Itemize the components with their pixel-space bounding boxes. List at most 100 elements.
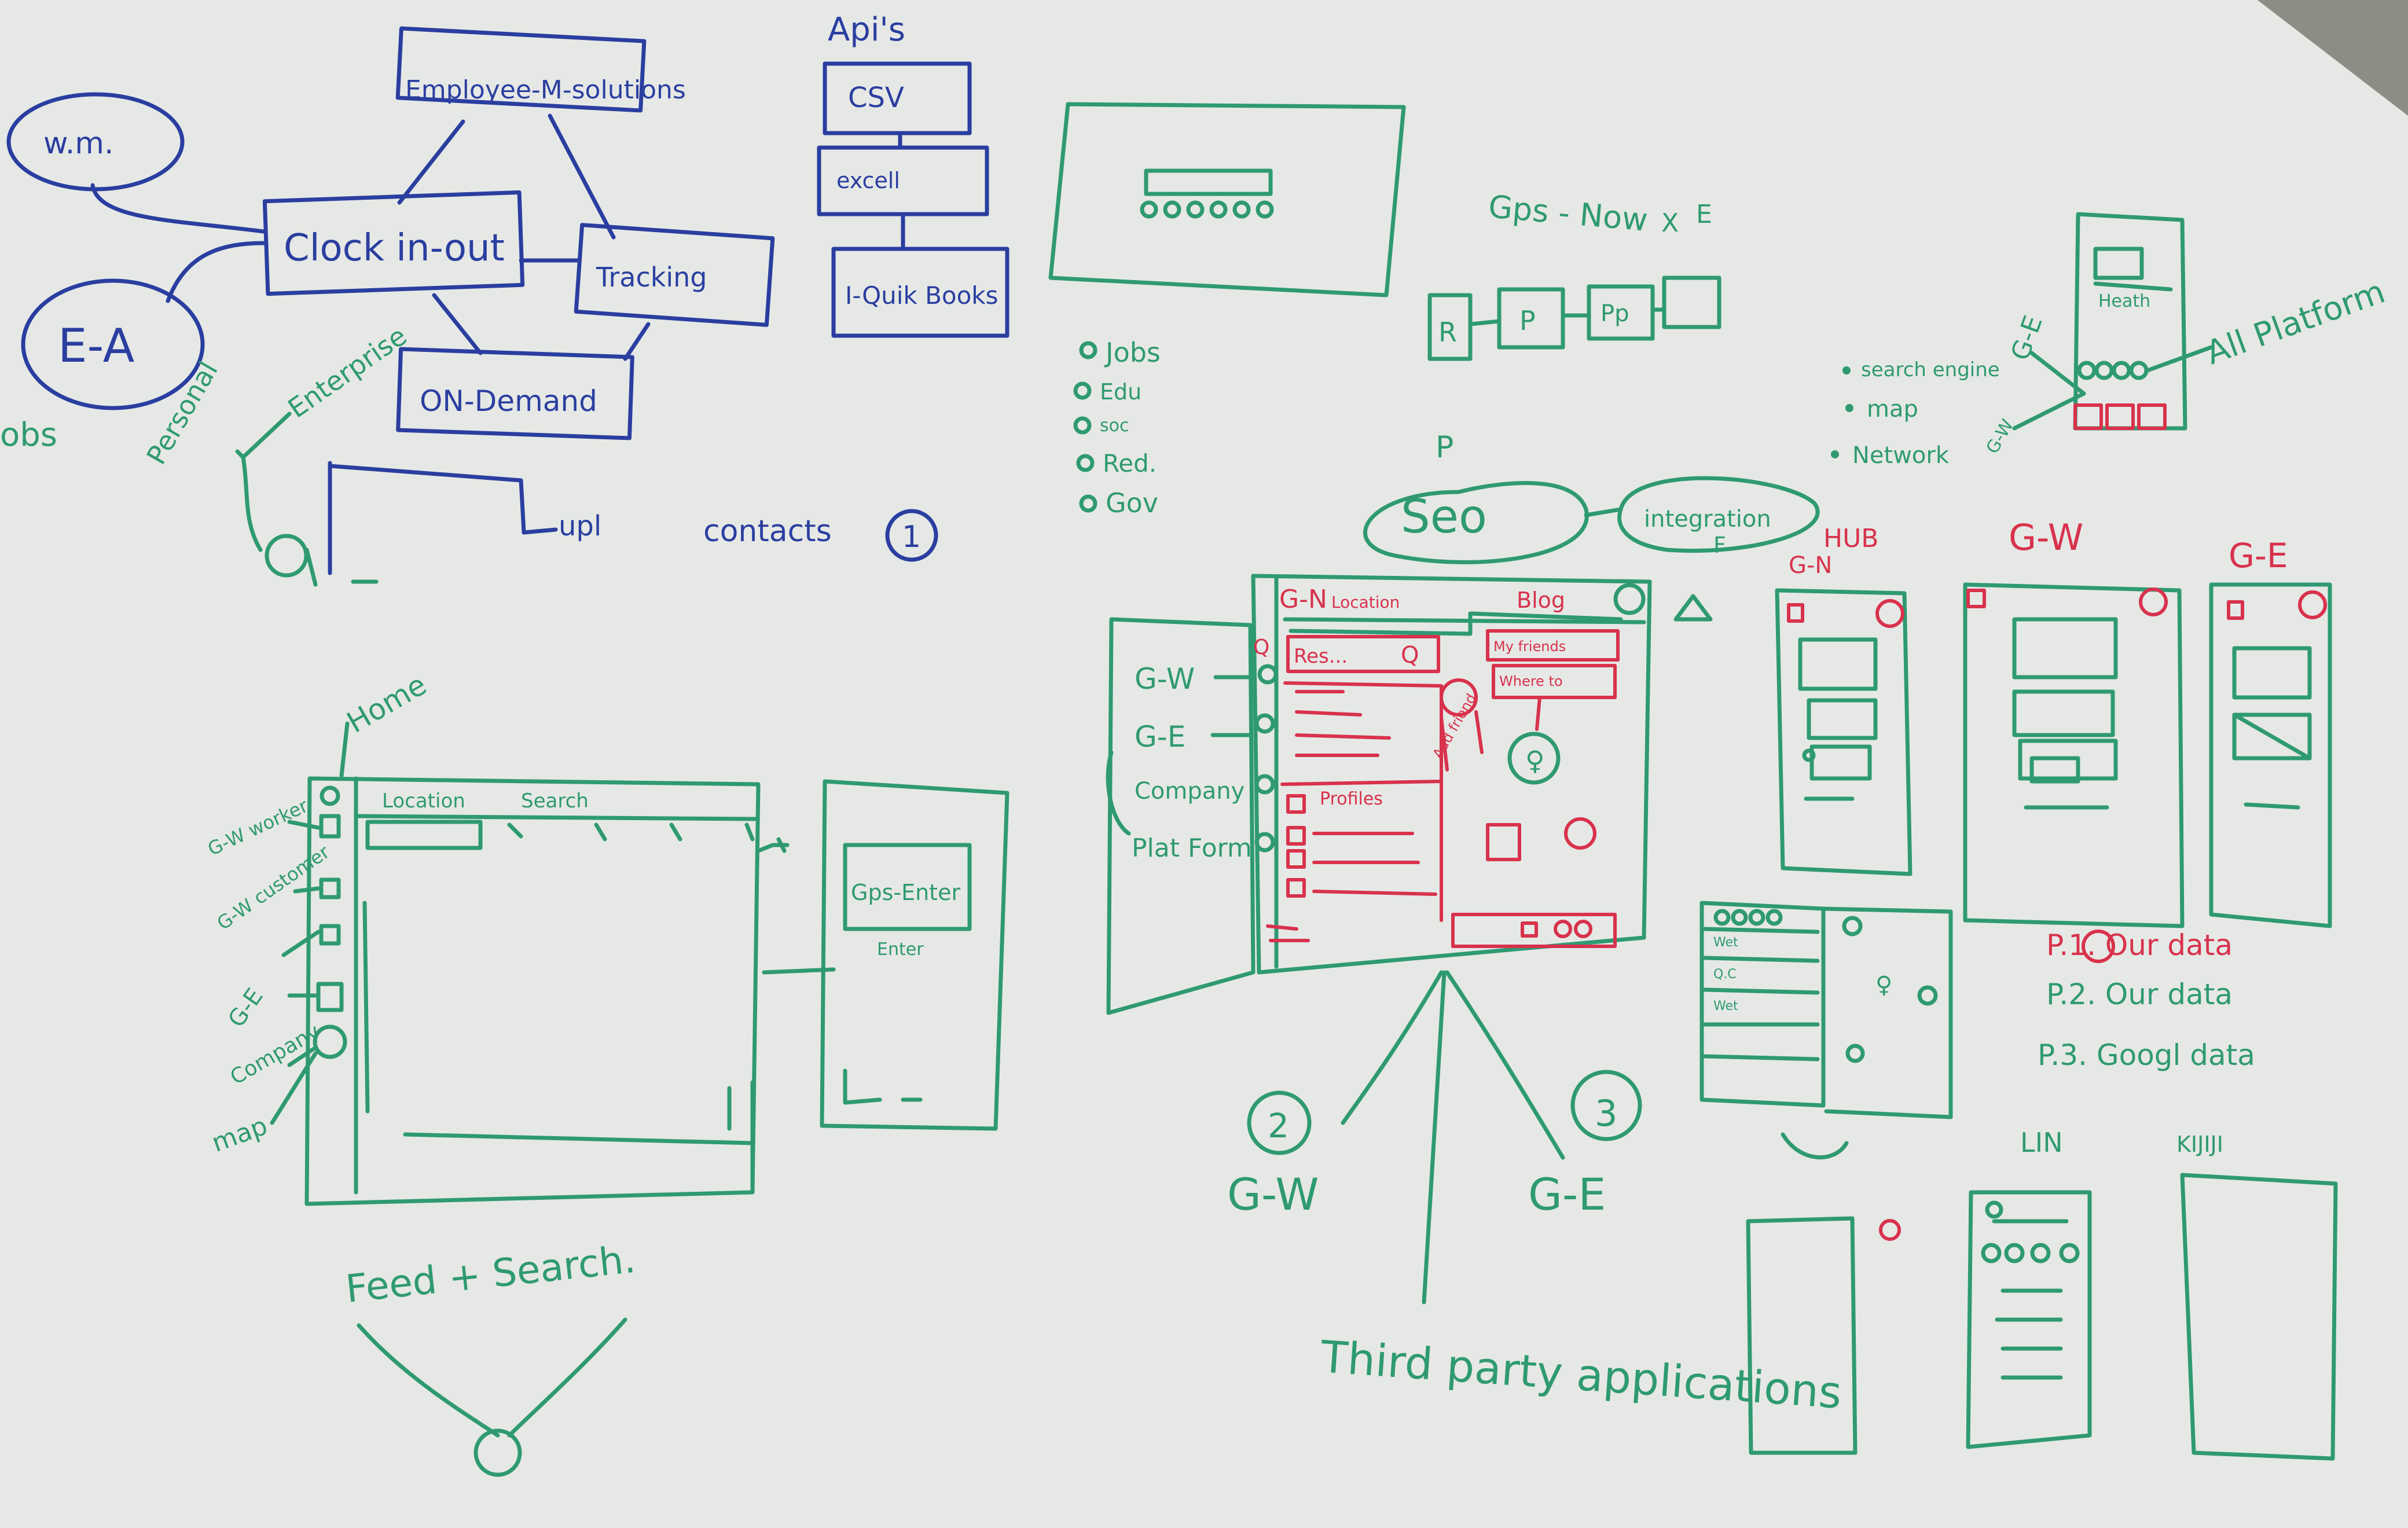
map-mock-bubble-icon — [1842, 916, 1863, 936]
employee-map: Employee-M-solutions Clock in-out Tracki… — [6, 26, 938, 575]
wm-label: w.m. — [43, 126, 113, 161]
gov-label: Gov — [1106, 487, 1158, 519]
list-mock-rule-4 — [1702, 1054, 1820, 1061]
gps-enter-phone-frame — [820, 779, 1010, 1131]
gps-box-r-label: R — [1438, 317, 1457, 348]
map-mock-bubble-3 — [1845, 1044, 1865, 1063]
number-2-circle — [1247, 1090, 1312, 1155]
gn-bottom-icon-bar — [1451, 913, 1617, 948]
on-demand-box — [396, 347, 634, 440]
gn-feed-line-3 — [1295, 733, 1391, 740]
hub-gn-label: G-N — [1789, 552, 1832, 579]
note-p2: P.2. Our data — [2046, 978, 2233, 1011]
gn-my-friends-box — [1486, 629, 1620, 662]
gn-my-friends-label: My friends — [1493, 638, 1566, 655]
home-search-label: Search — [521, 789, 589, 813]
iqb-label: I-Quik Books — [845, 281, 999, 310]
jobs-label: Jobs — [1104, 337, 1161, 368]
gn-mock: G-W G-E Company Plat Form G-N Location B… — [1106, 574, 1713, 1015]
home-arrow-icon — [756, 837, 790, 853]
ge-column-frame — [2209, 582, 2332, 928]
category-list: Jobs Edu soc Red. Gov — [1073, 337, 1161, 519]
csv-box — [823, 61, 972, 135]
gn-left-gw: G-W — [1135, 662, 1195, 696]
gn-profile-icon — [1613, 583, 1646, 615]
gn-title: G-N — [1279, 585, 1327, 614]
gps-box-pp — [1587, 284, 1655, 341]
ea-label: E-A — [58, 319, 135, 373]
home-to-phone-line — [762, 967, 836, 975]
phone-header-box — [2093, 247, 2144, 280]
note-p3: P.3. Googl data — [2038, 1038, 2255, 1072]
gps-link-1 — [1468, 319, 1502, 326]
seo-ellipse — [1363, 481, 1589, 564]
gn-column-flag-icon — [1787, 603, 1804, 623]
employee-to-tracking-line — [548, 113, 616, 240]
hub-label: HUB — [1823, 524, 1878, 553]
gw-column-bubble-icon — [2139, 587, 2168, 616]
gn-profiles-box — [1280, 780, 1443, 922]
phone-red-box-1 — [2073, 403, 2103, 430]
red-bullet — [1076, 454, 1095, 472]
gps-enter-box — [843, 843, 972, 931]
gn-column-cards — [1798, 637, 1878, 801]
edu-bullet — [1073, 381, 1092, 400]
integration-label: integration — [1644, 506, 1771, 532]
branch-to-gw — [1341, 970, 1444, 1125]
tracking-to-ondemand-line — [623, 322, 651, 361]
csv-label: CSV — [848, 82, 904, 114]
phone-red-box-3 — [2137, 403, 2167, 430]
soc-label: soc — [1100, 416, 1129, 436]
seo-p-label: P — [1436, 430, 1453, 465]
upload-box-top — [328, 464, 558, 535]
lin-search-icon — [1985, 1200, 2003, 1219]
wm-connector — [90, 183, 266, 234]
gn-bottom-ticks — [1266, 924, 1310, 942]
map-mock-frame — [1821, 906, 1953, 1119]
clock-to-employee-line — [397, 119, 465, 205]
jobs-bullet — [1079, 341, 1097, 359]
gn-profiles-label: Profiles — [1320, 789, 1383, 809]
integration-ellipse — [1617, 476, 1820, 553]
ge-column-flag-icon — [2227, 600, 2244, 620]
clock-in-out-label: Clock in-out — [284, 227, 505, 270]
phone-red-box-2 — [2105, 403, 2135, 430]
gn-left-ge: G-E — [1135, 720, 1185, 754]
gn-side-icons — [1254, 664, 1278, 853]
gps-box-p-label: P — [1519, 305, 1536, 336]
phone-header-label: Heath — [2098, 291, 2150, 311]
gps-e-label: E — [1696, 200, 1712, 229]
all-platform-arrow — [2145, 345, 2214, 373]
board-corner-shadow — [2258, 0, 2408, 116]
number-2-label: 2 — [1268, 1106, 1289, 1145]
iqb-box — [831, 247, 1010, 338]
top-screen-mock — [1048, 102, 1406, 297]
top-screen-frame — [1048, 102, 1406, 297]
gn-red-bubble — [1564, 817, 1596, 850]
fork-stem — [241, 455, 263, 552]
gn-header-rule — [1283, 617, 1646, 625]
gw-column-title: G-W — [2009, 516, 2083, 559]
excel-label: excell — [836, 168, 900, 193]
gn-add-friend-head — [1440, 678, 1478, 717]
employee-m-solutions-box — [395, 26, 647, 113]
apis-title: Api's — [828, 11, 905, 49]
gps-row: Gps - Now X E R P Pp — [1427, 188, 1721, 361]
gn-search-q-icon: Q — [1401, 642, 1419, 668]
branch-to-ge — [1445, 970, 1565, 1160]
small-mocks: Wet Q.C Wet ♀ LIN KIJIJI — [1699, 901, 2338, 1461]
gn-where-box — [1492, 664, 1617, 699]
gn-left-bracket — [1106, 750, 1131, 836]
list-mock-row-1: Wet — [1713, 935, 1738, 950]
ea-connector — [166, 241, 266, 303]
gw-column-cards — [2012, 617, 2118, 810]
clock-in-out-box — [262, 190, 525, 296]
gn-left-platform: Plat Form — [1132, 833, 1252, 863]
gps-strike-label: X — [1661, 208, 1679, 238]
phone-gw-line — [2012, 391, 2086, 431]
list-mock-rule-1 — [1702, 956, 1820, 963]
gn-search-box — [1286, 635, 1440, 673]
phone-frame — [2073, 212, 2187, 431]
seo-label: Seo — [1401, 490, 1487, 543]
